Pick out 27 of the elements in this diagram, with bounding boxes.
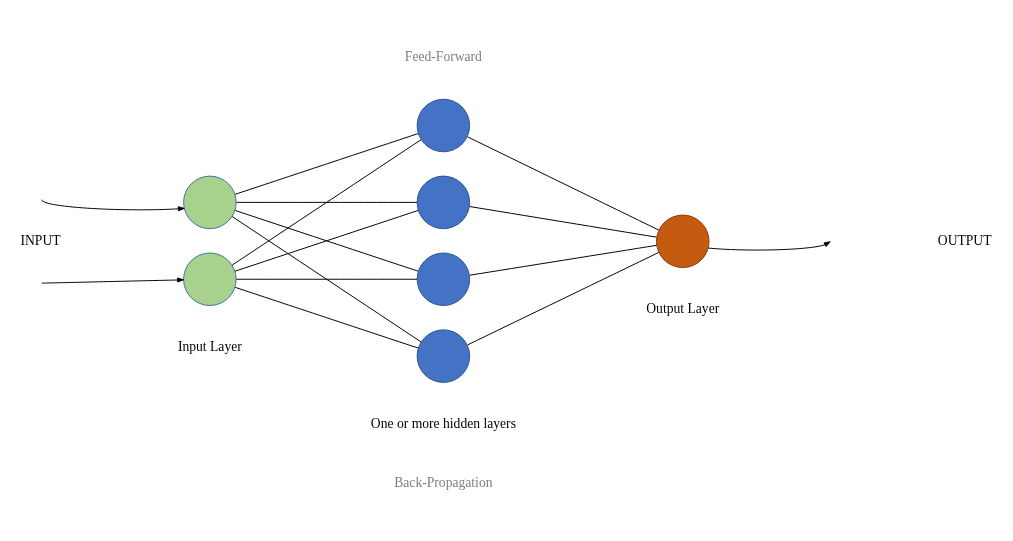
label: Feed-Forward xyxy=(404,49,482,65)
connector xyxy=(234,133,419,195)
arrow xyxy=(41,199,185,212)
connector xyxy=(234,210,419,272)
node-circle xyxy=(416,329,471,383)
node-circle xyxy=(183,252,237,306)
connector xyxy=(467,251,660,346)
connector xyxy=(231,216,422,343)
connector xyxy=(236,278,418,280)
connector xyxy=(469,206,658,238)
label: INPUT xyxy=(20,232,61,248)
arrow xyxy=(41,277,184,284)
label: Back-Propagation xyxy=(394,475,493,491)
connector xyxy=(469,244,658,276)
node-circle xyxy=(416,98,471,153)
arrow xyxy=(707,241,831,251)
label: OUTPUT xyxy=(937,232,992,248)
node-circle xyxy=(656,214,710,269)
label: Input Layer xyxy=(177,338,242,354)
node-circle xyxy=(183,175,237,230)
connector xyxy=(231,139,422,266)
connector xyxy=(236,201,418,203)
node-circle xyxy=(416,175,471,230)
node-circle xyxy=(416,252,471,306)
connector xyxy=(467,136,660,231)
connector xyxy=(234,286,419,349)
label: One or more hidden layers xyxy=(370,415,516,431)
